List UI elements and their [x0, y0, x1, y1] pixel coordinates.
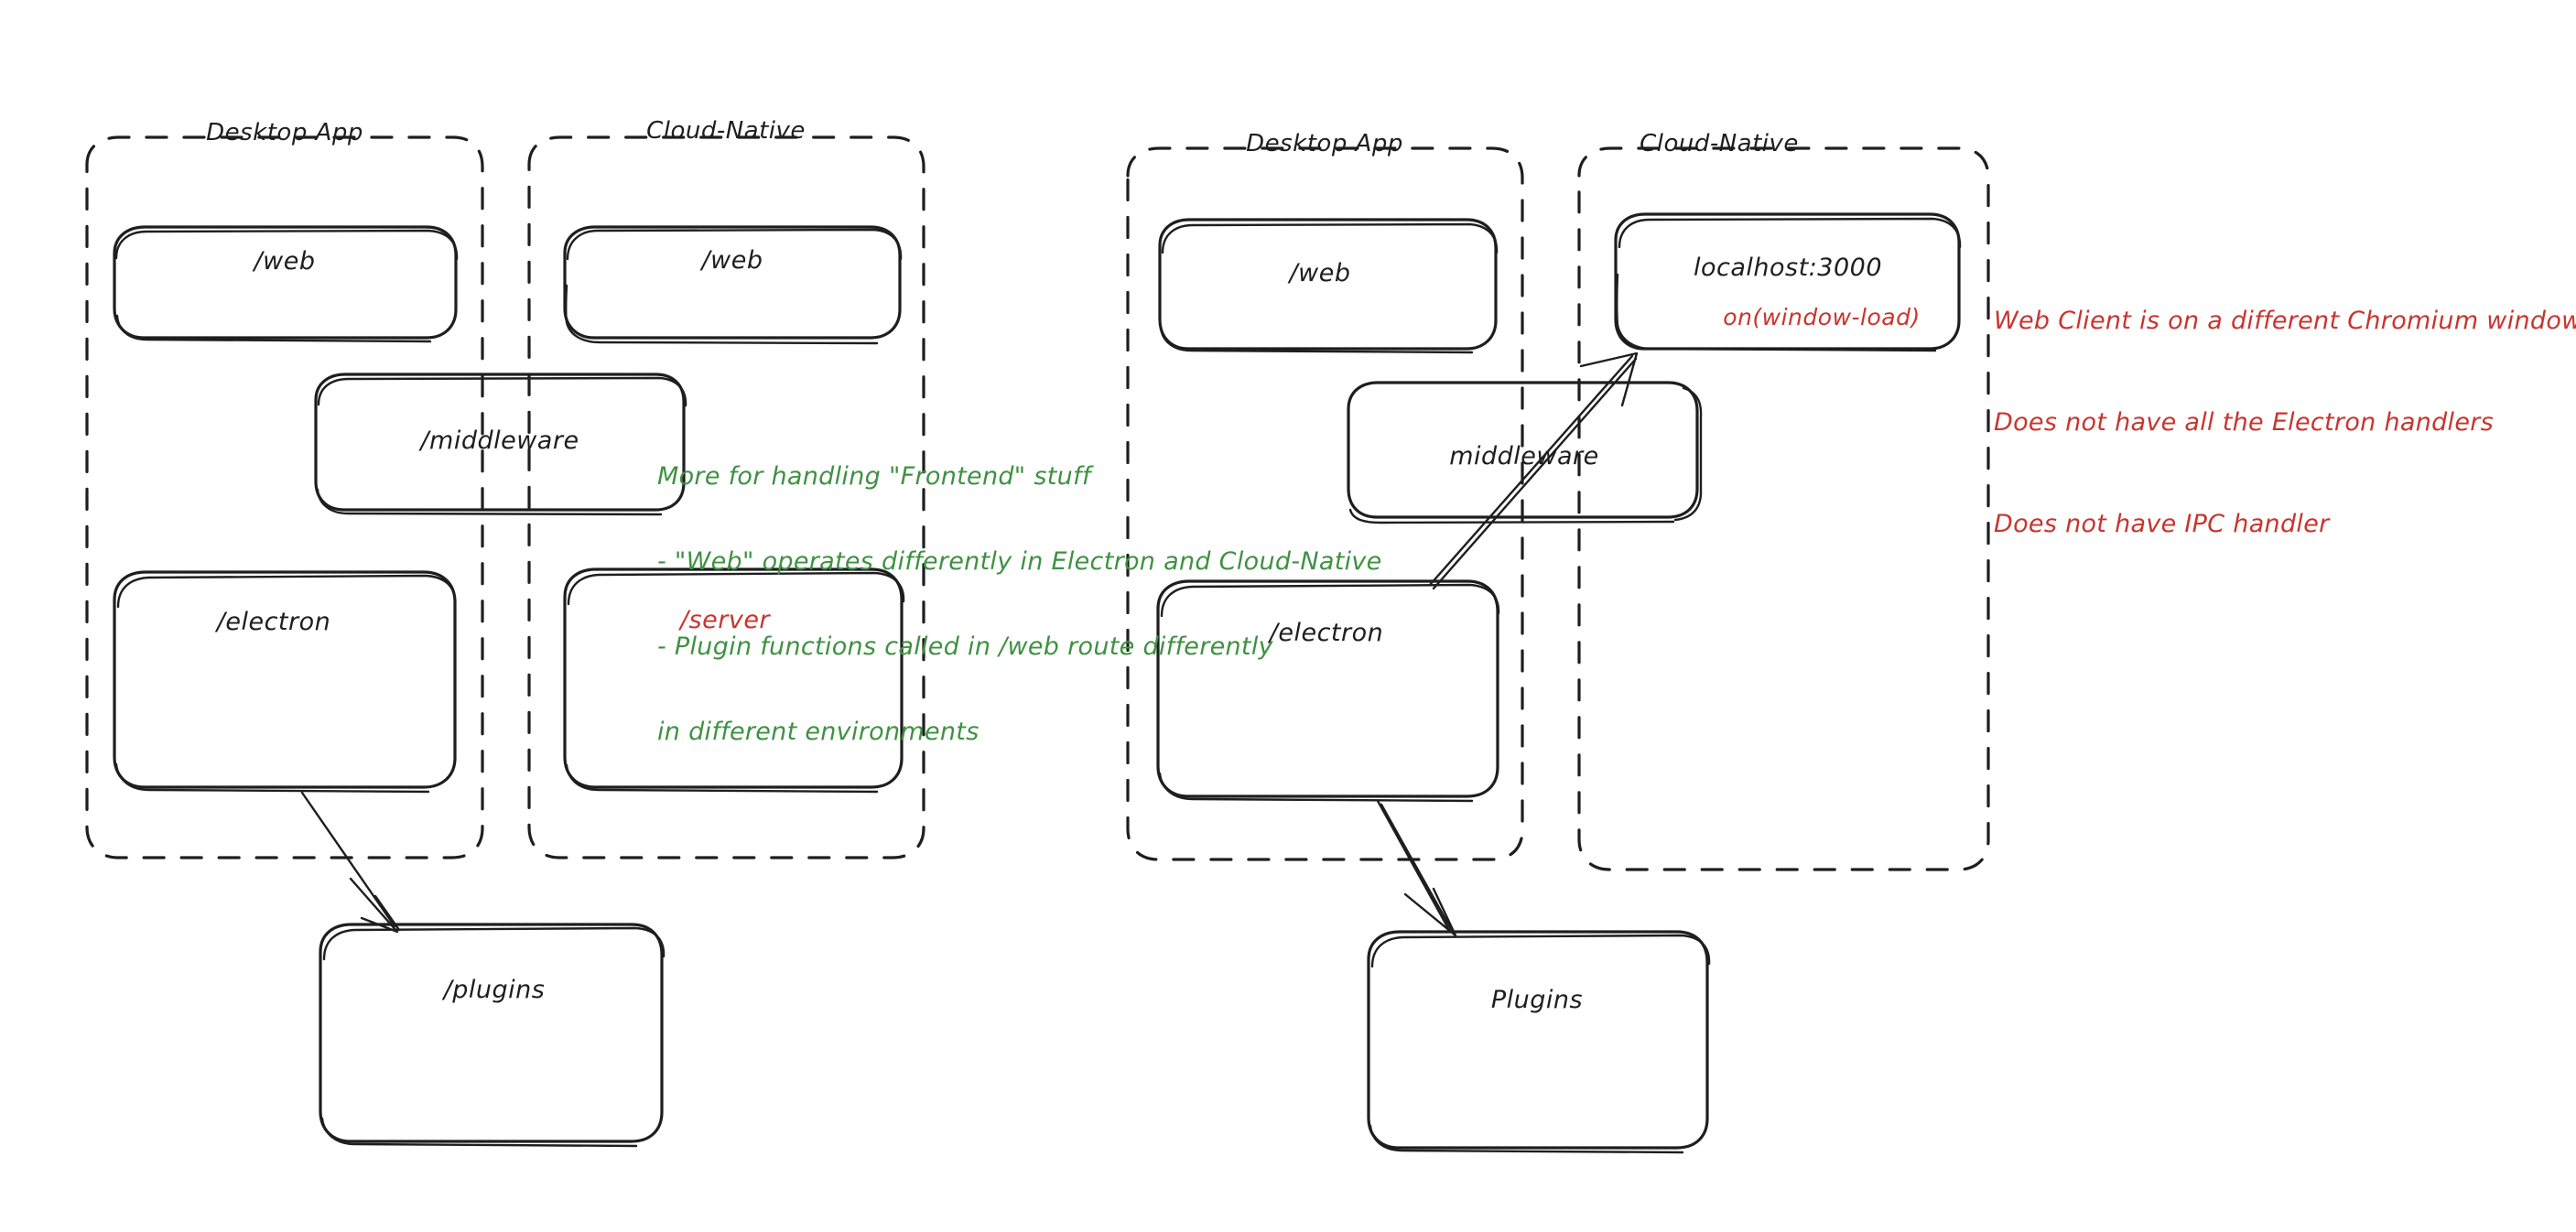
right-node-electron-label: /electron	[1269, 619, 1384, 647]
right-node-middleware[interactable]	[1347, 381, 1703, 524]
right-node-localhost[interactable]	[1614, 212, 1962, 352]
left-node-middleware[interactable]	[314, 373, 687, 516]
left-cloud-native-container	[527, 135, 925, 859]
left-node-plugins[interactable]	[319, 923, 666, 1148]
green-annotation-line-3: - Plugin functions called in /web route …	[657, 632, 1273, 661]
right-node-electron[interactable]	[1156, 579, 1500, 803]
left-node-middleware-label: /middleware	[420, 427, 579, 455]
left-desktop-app-container	[85, 135, 484, 859]
right-node-web[interactable]	[1158, 218, 1499, 354]
right-desktop-app-container	[1126, 146, 1524, 861]
left-node-server[interactable]	[563, 567, 905, 794]
right-cloud-native-title: Cloud-Native	[1640, 130, 1799, 157]
green-annotation-line-1: More for handling "Frontend" stuff	[657, 462, 1091, 491]
right-node-middleware-label: middleware	[1449, 442, 1599, 470]
left-node-server-label: /server	[679, 606, 771, 634]
arrow-left-electron-to-plugins	[300, 791, 401, 934]
left-cloud-native-title: Cloud-Native	[646, 117, 806, 145]
right-cloud-native-container	[1577, 146, 1990, 871]
arrow-right-electron-to-localhost	[1428, 351, 1639, 590]
green-annotation-line-4: in different environments	[657, 718, 980, 746]
right-desktop-app-title: Desktop App	[1246, 130, 1403, 157]
green-annotation-line-2: - "Web" operates differently in Electron…	[657, 547, 1382, 576]
right-node-localhost-label: localhost:3000	[1693, 254, 1883, 282]
left-node-electron[interactable]	[113, 570, 457, 794]
green-annotation: More for handling "Frontend" stuff - "We…	[657, 405, 1382, 774]
right-node-localhost-sublabel: on(window-load)	[1723, 304, 1921, 330]
right-node-plugins[interactable]	[1367, 930, 1711, 1154]
red-annotation-line-3: Does not have IPC handler	[1994, 510, 2330, 538]
left-node-plugins-label: /plugins	[443, 976, 546, 1004]
right-node-web-label: /web	[1289, 259, 1351, 287]
left-node-electron-label: /electron	[216, 608, 331, 636]
arrow-right-electron-to-plugins	[1376, 799, 1457, 937]
left-node-web-desktop[interactable]	[113, 225, 459, 343]
red-annotation-line-2: Does not have all the Electron handlers	[1994, 408, 2495, 437]
red-annotation: Web Client is on a different Chromium wi…	[1994, 236, 2576, 575]
red-annotation-line-1: Web Client is on a different Chromium wi…	[1994, 307, 2576, 335]
left-desktop-app-title: Desktop App	[206, 119, 363, 146]
left-node-web-cloud[interactable]	[563, 225, 903, 345]
left-node-web-desktop-label: /web	[254, 247, 316, 276]
left-node-web-cloud-label: /web	[701, 246, 763, 275]
right-node-plugins-label: Plugins	[1490, 986, 1584, 1014]
